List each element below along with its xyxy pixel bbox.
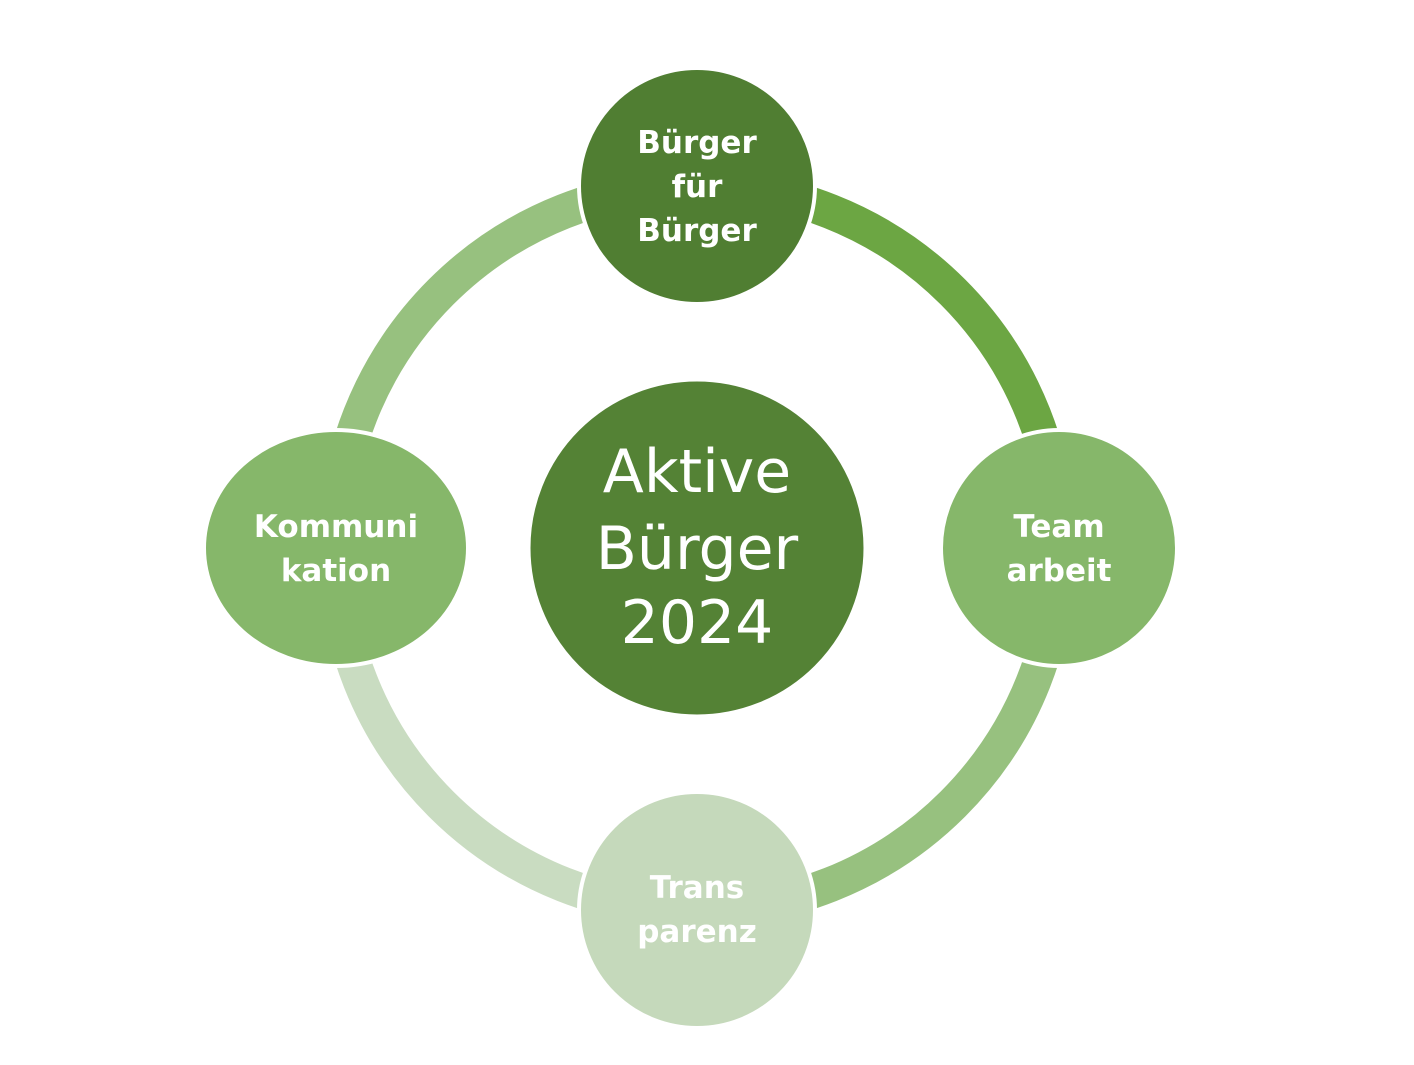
center-line-1: Aktive bbox=[603, 437, 791, 507]
node-right-line-2: arbeit bbox=[1007, 553, 1112, 589]
node-bottom-line-1: Trans bbox=[650, 870, 744, 906]
node-left-line-1: Kommuni bbox=[254, 509, 418, 545]
center-line-3: 2024 bbox=[621, 588, 774, 658]
node-right: Team arbeit bbox=[939, 428, 1179, 668]
node-right-line-1: Team bbox=[1013, 509, 1104, 545]
node-top-line-3: Bürger bbox=[637, 213, 757, 249]
node-bottom: Trans parenz bbox=[577, 790, 817, 1030]
node-left: Kommuni kation bbox=[202, 428, 470, 668]
node-top: Bürger für Bürger bbox=[577, 66, 817, 306]
center-line-2: Bürger bbox=[596, 514, 799, 584]
node-top-line-1: Bürger bbox=[637, 125, 757, 161]
node-left-line-2: kation bbox=[281, 553, 391, 589]
node-top-line-2: für bbox=[672, 169, 724, 205]
node-bottom-line-2: parenz bbox=[637, 914, 757, 950]
center-node: Aktive Bürger 2024 bbox=[527, 378, 867, 718]
